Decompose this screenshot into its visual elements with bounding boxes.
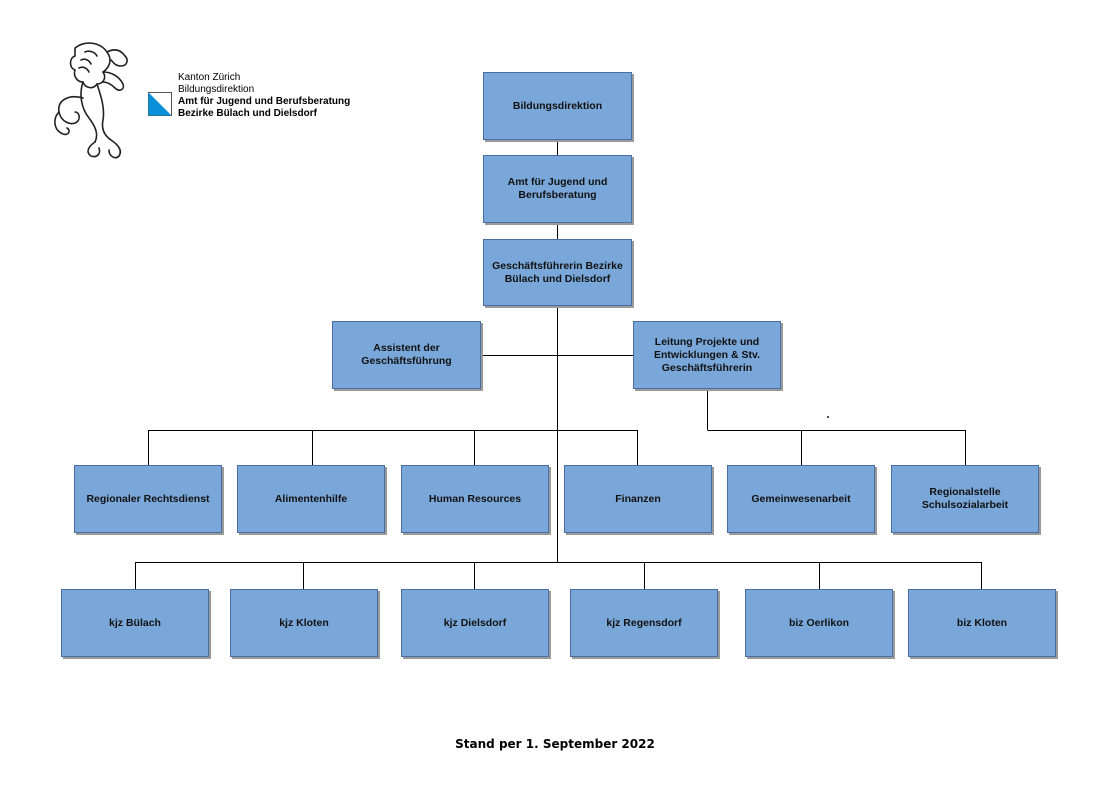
box-regionalstelle-schulsozialarbeit: Regionalstelle Schulsozialarbeit (891, 465, 1039, 533)
box-gemeinwesenarbeit: Gemeinwesenarbeit (727, 465, 875, 533)
zurich-flag-icon (148, 92, 172, 116)
box-leitung-projekte: Leitung Projekte und Entwicklungen & Stv… (633, 321, 781, 389)
box-biz-oerlikon: biz Oerlikon (745, 589, 893, 657)
box-kjz-dielsdorf: kjz Dielsdorf (401, 589, 549, 657)
box-geschaeftsfuehrerin: Geschäftsführerin Bezirke Bülach und Die… (483, 239, 632, 306)
stray-dot (827, 416, 829, 418)
box-regionaler-rechtsdienst: Regionaler Rechtsdienst (74, 465, 222, 533)
box-amt-jugend-berufsberatung: Amt für Jugend und Berufsberatung (483, 155, 632, 223)
box-alimentenhilfe: Alimentenhilfe (237, 465, 385, 533)
box-kjz-kloten: kjz Kloten (230, 589, 378, 657)
box-assistent: Assistent der Geschäftsführung (332, 321, 481, 389)
box-biz-kloten: biz Kloten (908, 589, 1056, 657)
direction-label: Bildungsdirektion (178, 84, 255, 95)
zurich-lion-logo (54, 42, 128, 159)
footer-date: Stand per 1. September 2022 (455, 737, 655, 751)
canton-label: Kanton Zürich (178, 72, 241, 83)
box-bildungsdirektion: Bildungsdirektion (483, 72, 632, 140)
districts-label: Bezirke Bülach und Dielsdorf (178, 108, 317, 119)
box-human-resources: Human Resources (401, 465, 549, 533)
box-kjz-buelach: kjz Bülach (61, 589, 209, 657)
header-block: Kanton Zürich Bildungsdirektion Amt für … (178, 72, 350, 120)
box-finanzen: Finanzen (564, 465, 712, 533)
office-label: Amt für Jugend und Berufsberatung (178, 96, 351, 107)
box-kjz-regensdorf: kjz Regensdorf (570, 589, 718, 657)
